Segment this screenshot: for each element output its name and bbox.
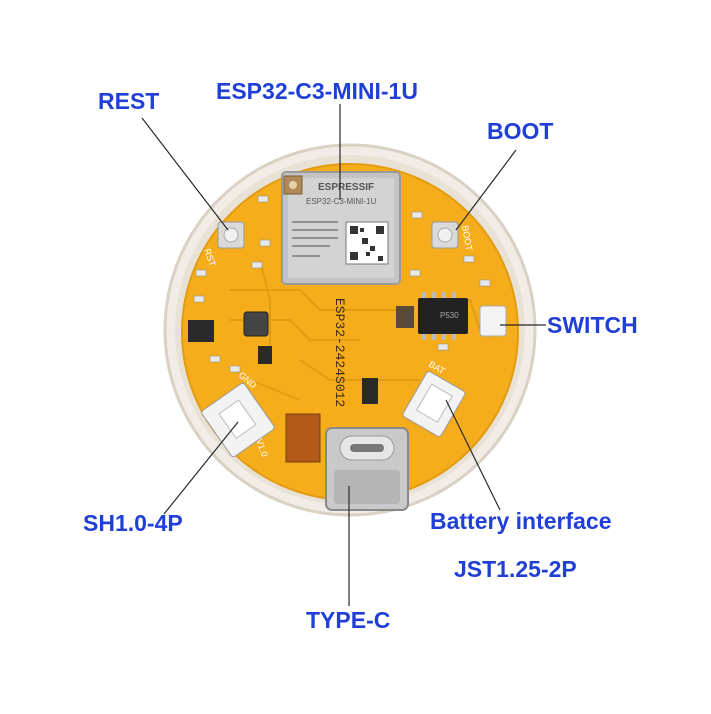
inductor [396,306,414,328]
label-typec: TYPE-C [306,607,391,633]
power-switch [479,305,507,337]
leader-rest [141,117,229,231]
module-print: ESP32-C3-MINI-1U [306,197,376,206]
power-chip: P530 [418,292,468,340]
flex-component [285,413,321,463]
module-brand: ESPRESSIF [318,182,374,193]
leader-boot [455,149,517,231]
usb-c-port [325,427,409,511]
left-inductor [243,311,269,337]
leader-lines [141,104,546,606]
label-battery: Battery interface [430,508,612,534]
label-jst: JST1.25-2P [454,556,577,582]
leader-sh [163,421,239,515]
label-sh: SH1.0-4P [83,510,183,536]
smd-parts [193,195,491,373]
label-boot: BOOT [487,118,554,144]
label-module: ESP32-C3-MINI-1U [216,78,418,104]
boot-button: BOOT [431,221,474,252]
regulator [188,320,214,342]
esp32-module: ESPRESSIF ESP32-C3-MINI-1U [281,171,401,285]
label-rest: REST [98,88,160,114]
boot-silkscreen: BOOT [460,225,474,252]
diode-left [258,346,272,364]
leader-battery [445,399,501,511]
label-switch: SWITCH [547,312,638,338]
diode-center [362,378,378,404]
chip-print: P530 [440,311,459,320]
board-id-silkscreen: ESP32-2424S012 [332,298,347,407]
